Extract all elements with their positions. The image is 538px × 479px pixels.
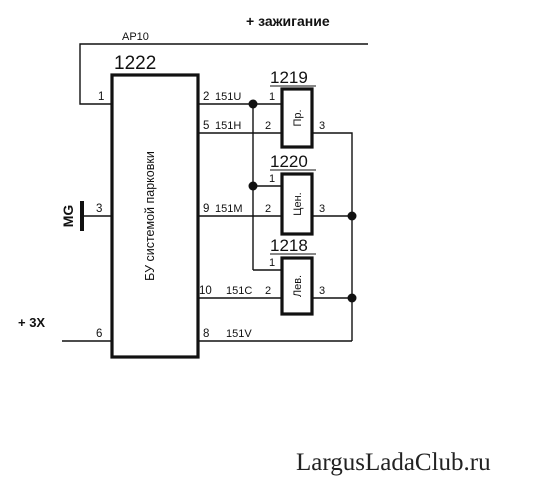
sensor-pin2: 2 [265, 203, 271, 215]
sensor-name: Пр. [292, 109, 304, 126]
pin-8-label: 8 [203, 328, 209, 340]
wire-label-151c: 151C [226, 285, 252, 297]
junction-dot [248, 99, 258, 109]
sensor-pin2: 2 [265, 285, 271, 297]
sensor-pin3: 3 [319, 120, 325, 132]
ignition-wire [79, 43, 368, 105]
parking-control-unit [110, 73, 200, 359]
sensor-body [280, 87, 314, 149]
junction-dot [248, 181, 258, 191]
watermark: LargusLadaClub.ru [296, 449, 491, 476]
ignition-label: + зажигание [246, 13, 330, 29]
sensor-1218: 1218 Лев. 1 2 3 [265, 236, 325, 316]
sensor-number: 1219 [270, 68, 308, 87]
block-name: БУ системой парковки [143, 151, 157, 281]
sensor-1220: 1220 Цен. 1 2 3 [265, 152, 325, 236]
block-pin-labels: 1 2 5 9 10 8 3 6 [96, 91, 212, 340]
pin-9-label: 9 [203, 203, 209, 215]
sensor-body [280, 172, 314, 236]
sensor-body [280, 256, 314, 316]
wire-label-151u: 151U [215, 91, 241, 103]
sensor-pin3: 3 [319, 285, 325, 297]
junctions [248, 99, 357, 303]
wire-1219-pin3 [312, 132, 353, 341]
sensor-number: 1220 [270, 152, 308, 171]
junction-dot [347, 211, 357, 221]
wires [62, 43, 368, 342]
pin-3-label: 3 [96, 203, 102, 215]
wire-label-151m: 151M [215, 203, 243, 215]
sensor-pin1: 1 [269, 173, 275, 185]
sensor-pin1: 1 [269, 91, 275, 103]
sensor-pin1: 1 [269, 257, 275, 269]
wire-labels: 151U 151H 151M 151C 151V [215, 91, 252, 340]
pin-1-label: 1 [98, 91, 104, 103]
pin-10-label: 10 [199, 285, 212, 297]
sensor-name: Лев. [292, 275, 304, 297]
block-number: 1222 [114, 53, 156, 74]
wire-label-151h: 151H [215, 120, 241, 132]
ap10-label: AP10 [122, 31, 149, 43]
sensor-1219: 1219 Пр. 1 2 3 [265, 68, 325, 149]
sensor-pin3: 3 [319, 203, 325, 215]
plus-3x-label: + 3X [18, 315, 45, 330]
sensor-number: 1218 [270, 236, 308, 255]
sensor-name: Цен. [292, 192, 304, 215]
pin-5-label: 5 [203, 120, 209, 132]
junction-dot [347, 293, 357, 303]
mg-label: MG [60, 205, 76, 228]
sensor-pin2: 2 [265, 120, 271, 132]
pin-2-label: 2 [203, 91, 209, 103]
pin-6-label: 6 [96, 328, 102, 340]
wire-label-151v: 151V [226, 328, 252, 340]
